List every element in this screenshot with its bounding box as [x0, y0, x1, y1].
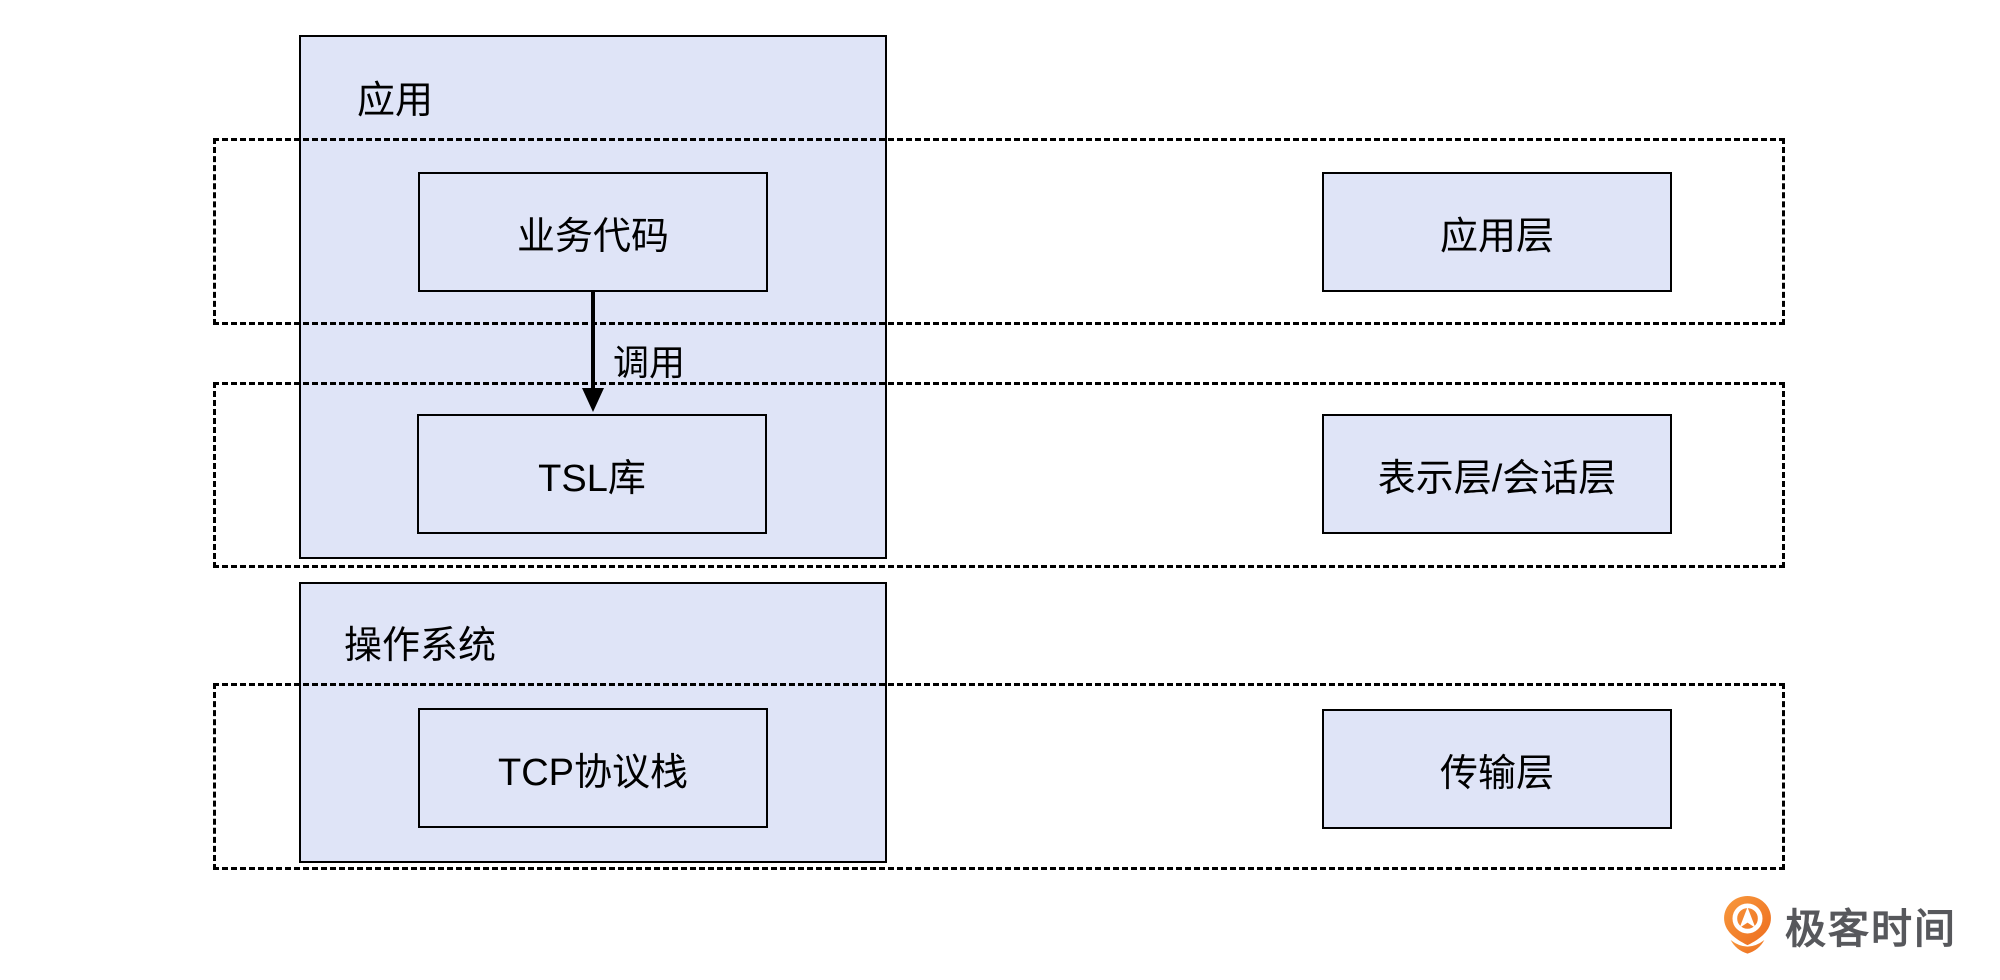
- layer-box-application: 应用层: [1322, 172, 1672, 292]
- os-container-label: 操作系统: [344, 625, 497, 667]
- call-arrow-label: 调用: [613, 342, 686, 383]
- call-arrow-head-icon: [582, 388, 604, 412]
- geektime-logo-text: 极客时间: [1785, 906, 1957, 952]
- layer-box-presentation-session: 表示层/会话层: [1322, 414, 1672, 534]
- node-tsl-library: TSL库: [417, 414, 767, 534]
- geektime-logo: 极客时间: [1724, 895, 1957, 955]
- call-arrow-line: [591, 292, 595, 390]
- geektime-pin-icon: [1724, 895, 1771, 954]
- node-business-code: 业务代码: [418, 172, 768, 292]
- node-tcp-stack: TCP协议栈: [418, 708, 768, 828]
- layer-box-transport: 传输层: [1322, 709, 1672, 829]
- app-container-label: 应用: [357, 80, 434, 122]
